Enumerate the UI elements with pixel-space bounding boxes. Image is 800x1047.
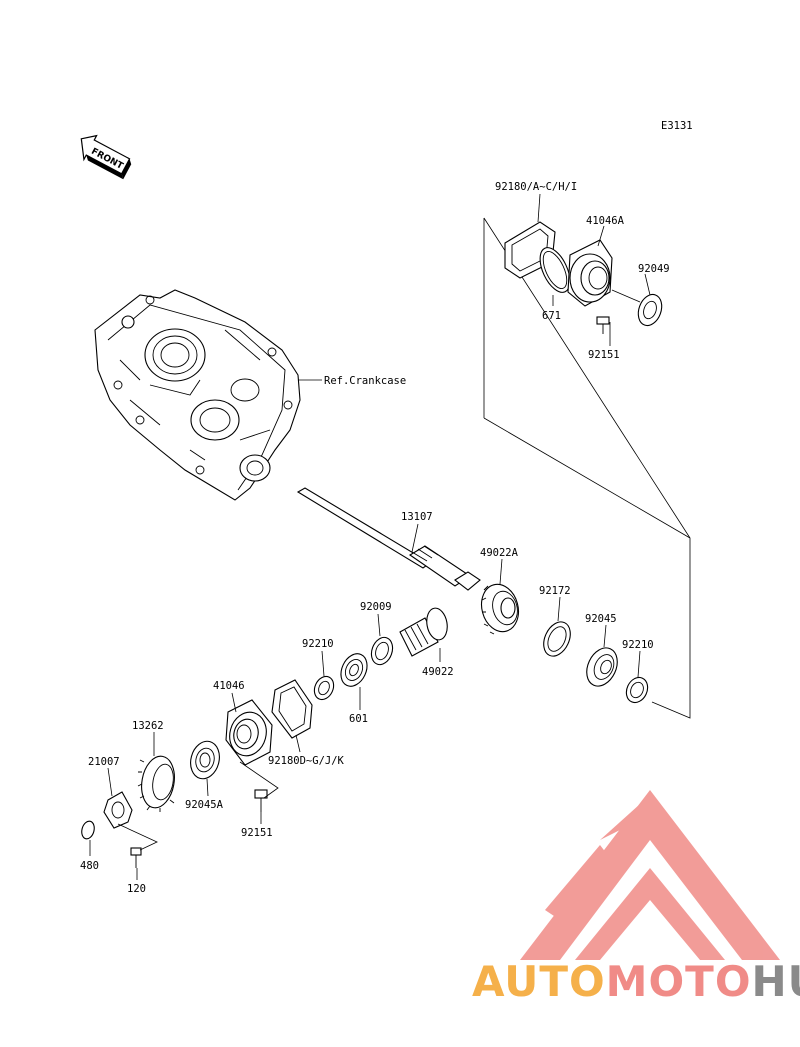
shaft-13107-drawing <box>296 487 481 591</box>
part-label-41046a[interactable]: 41046A <box>586 215 625 227</box>
leader-92210-left <box>321 650 325 677</box>
leader-41046a <box>597 225 605 247</box>
leader-92180-aci <box>537 193 541 223</box>
leader-21007 <box>107 767 113 797</box>
part-label-601[interactable]: 601 <box>349 713 368 725</box>
leader-92045a <box>206 778 209 797</box>
seal-92049-drawing <box>637 293 663 327</box>
bearing-92045a-drawing <box>190 740 220 780</box>
leader-92009 <box>377 613 381 637</box>
bolt-120-drawing <box>130 847 142 868</box>
bearing-601-drawing <box>340 653 368 687</box>
leader-41046 <box>231 692 237 713</box>
bolt-92151-bottom-drawing <box>254 789 268 812</box>
leader-13107 <box>411 523 419 553</box>
part-label-49022[interactable]: 49022 <box>422 666 454 678</box>
part-label-480[interactable]: 480 <box>80 860 99 872</box>
plate-21007-drawing <box>103 791 133 829</box>
part-label-92210-right[interactable]: 92210 <box>622 639 654 651</box>
gasket-bottom-drawing <box>271 679 313 739</box>
part-label-92049[interactable]: 92049 <box>638 263 670 275</box>
bolt-92151-top-drawing <box>596 316 610 334</box>
part-label-120[interactable]: 120 <box>127 883 146 895</box>
part-label-21007[interactable]: 21007 <box>88 756 120 768</box>
seal-92210-left-drawing <box>313 675 335 701</box>
leader-92210-right <box>637 650 641 678</box>
leader-120-bracket <box>117 823 158 851</box>
leader-92049 <box>644 273 651 296</box>
part-label-92151-bottom[interactable]: 92151 <box>241 827 273 839</box>
watermark-logo <box>520 790 780 960</box>
axis-line-top <box>611 289 641 303</box>
ring-92009-drawing <box>370 636 394 666</box>
ring-92172-drawing <box>543 621 571 657</box>
group-bracket-right <box>483 217 691 719</box>
leader-49022a <box>499 558 503 585</box>
part-label-92172[interactable]: 92172 <box>539 585 571 597</box>
part-label-13262[interactable]: 13262 <box>132 720 164 732</box>
part-label-41046[interactable]: 41046 <box>213 680 245 692</box>
part-label-13107[interactable]: 13107 <box>401 511 433 523</box>
crankcase-label: Ref.Crankcase <box>324 375 406 387</box>
circlip-480-drawing <box>81 820 95 840</box>
watermark-auto: AUTO <box>472 957 606 1006</box>
leader-92172 <box>557 596 561 622</box>
watermark-moto: MOTO <box>606 957 752 1006</box>
gear-13262-drawing <box>137 755 175 812</box>
part-label-92045a[interactable]: 92045A <box>185 799 224 811</box>
bearing-housing-41046-drawing <box>225 699 273 766</box>
part-label-92180-dgjk[interactable]: 92180D~G/J/K <box>268 755 345 767</box>
part-label-92151-top[interactable]: 92151 <box>588 349 620 361</box>
pinion-49022-drawing <box>399 607 448 657</box>
leader-92045 <box>603 624 607 648</box>
seal-92210-right-drawing <box>625 676 649 704</box>
crankcase-drawing <box>94 289 301 501</box>
part-label-92180-aci[interactable]: 92180/A~C/H/I <box>495 181 577 193</box>
diagram-code: E3131 <box>661 120 693 132</box>
part-label-92009[interactable]: 92009 <box>360 601 392 613</box>
part-label-92210-left[interactable]: 92210 <box>302 638 334 650</box>
oring-671-drawing <box>539 247 571 293</box>
leader-92180-dgjk <box>295 734 301 753</box>
bearing-92045-drawing <box>586 647 618 687</box>
part-label-92045[interactable]: 92045 <box>585 613 617 625</box>
leader-92151-bottom-bracket <box>239 761 279 799</box>
part-label-49022a[interactable]: 49022A <box>480 547 519 559</box>
part-label-671[interactable]: 671 <box>542 310 561 322</box>
bearing-housing-41046a-drawing <box>567 239 613 307</box>
watermark-hub: HUB <box>752 957 800 1006</box>
group-bracket-diag <box>483 417 691 539</box>
watermark-text: AUTOMOTOHUB <box>472 957 800 1006</box>
gear-49022a-drawing <box>480 583 520 635</box>
front-arrow-icon: FRONT <box>80 134 132 180</box>
